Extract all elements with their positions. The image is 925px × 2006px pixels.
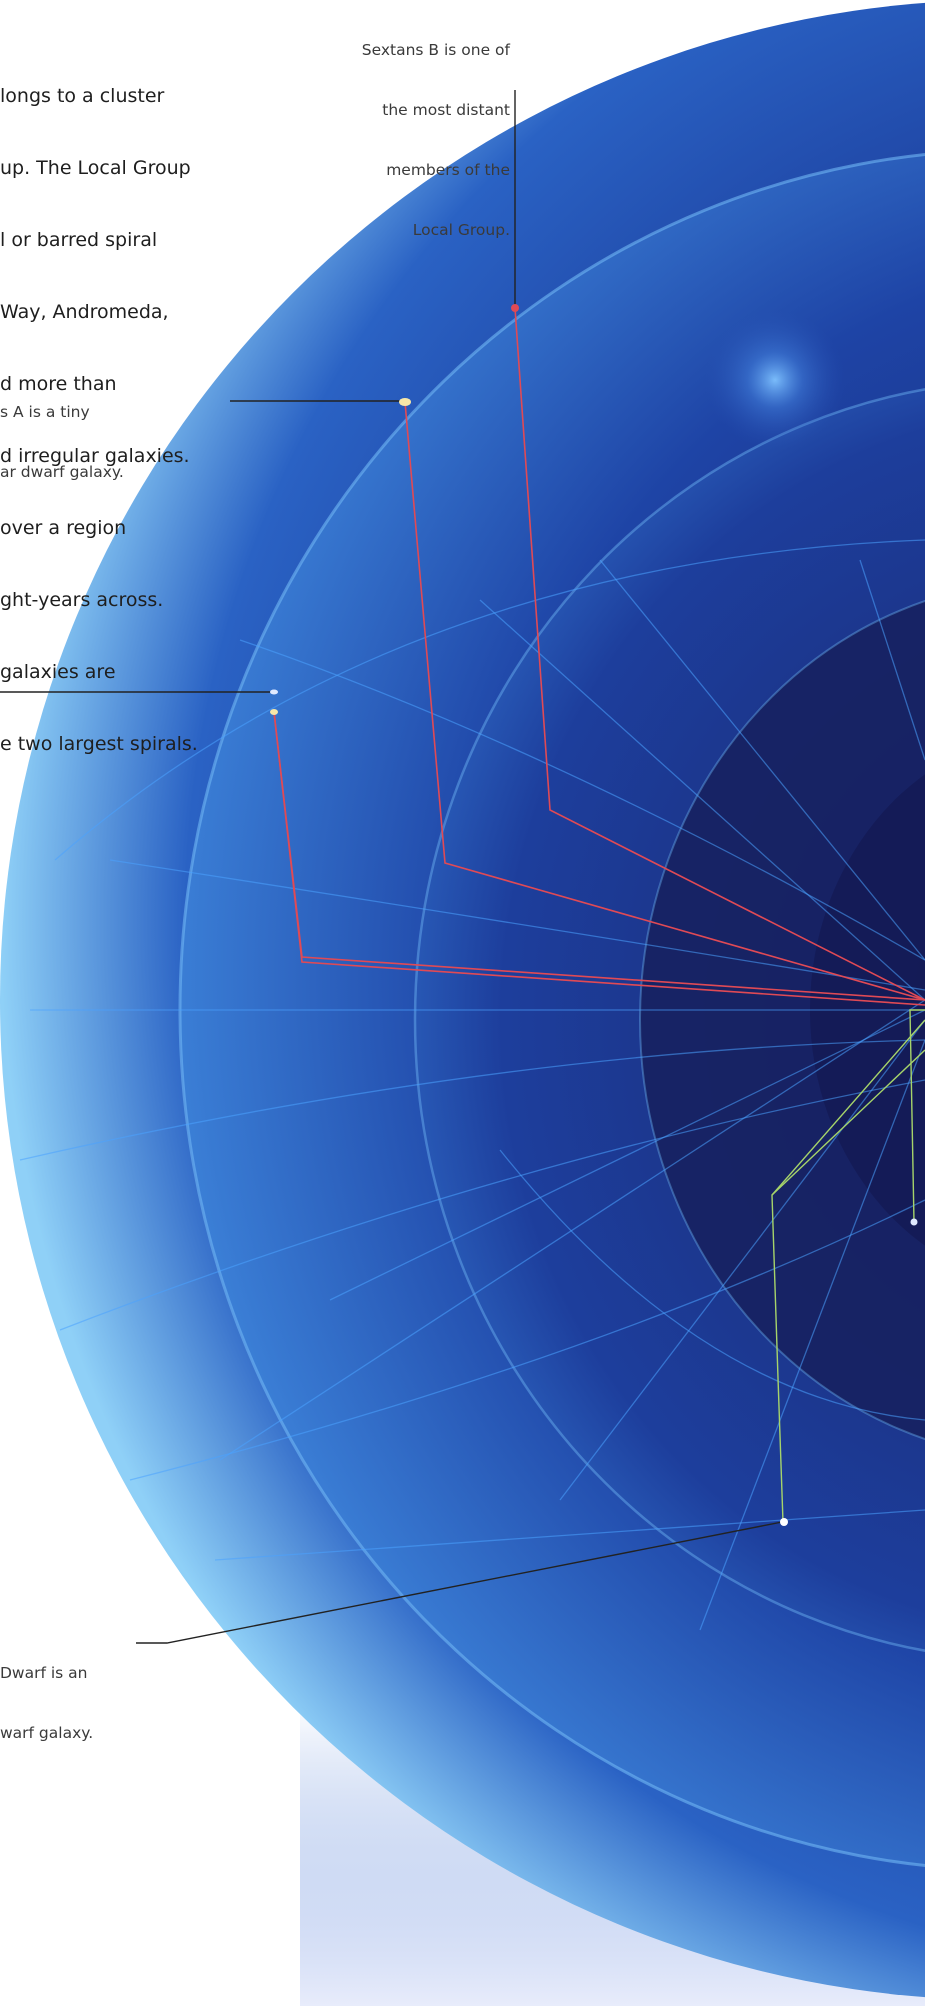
callout-line: Sextans B is one of: [361, 41, 510, 59]
intro-line: ght-years across.: [0, 589, 164, 611]
callout-line: warf galaxy.: [0, 1724, 94, 1742]
dwarf-callout: Dwarf is an warf galaxy.: [0, 1623, 200, 1783]
intro-line: d more than: [0, 373, 117, 395]
grid-lines: [19, 539, 925, 1631]
intro-line: longs to a cluster: [0, 85, 165, 107]
intro-line: d irregular galaxies.: [0, 445, 190, 467]
galaxy-marker-yellow: [270, 709, 278, 715]
callout-line: Local Group.: [412, 221, 510, 239]
callout-line: s A is a tiny: [0, 403, 90, 421]
intro-line: up. The Local Group: [0, 157, 191, 179]
sextans-a-marker: [399, 398, 411, 406]
intro-line: over a region: [0, 517, 127, 539]
red-leader-lines: [273, 307, 925, 1006]
green-leader-lines: [771, 1009, 925, 1523]
dwarf-marker: [780, 1518, 788, 1526]
intro-line: l or barred spiral: [0, 229, 158, 251]
intro-line: galaxies are: [0, 661, 116, 683]
intro-paragraph: longs to a cluster up. The Local Group l…: [0, 36, 240, 804]
sextans-a-callout: s A is a tiny ar dwarf galaxy.: [0, 362, 220, 522]
shell-3-rim: [413, 388, 925, 1652]
callout-line: Dwarf is an: [0, 1664, 88, 1682]
galaxy-marker-small: [270, 689, 278, 695]
shell-4: [640, 601, 925, 1439]
sextans-b-callout: Sextans B is one of the most distant mem…: [300, 0, 510, 280]
intro-line: Way, Andromeda,: [0, 301, 169, 323]
callout-line: members of the: [386, 161, 510, 179]
galaxy-marker-blue: [910, 1218, 918, 1226]
shell-4-rim: [639, 599, 925, 1441]
glow-spot: [705, 310, 845, 450]
intro-line: e two largest spirals.: [0, 733, 198, 755]
callout-line: ar dwarf galaxy.: [0, 463, 124, 481]
callout-line: the most distant: [382, 101, 510, 119]
callout-leaders: [0, 90, 783, 1644]
sextans-b-marker: [511, 304, 519, 312]
